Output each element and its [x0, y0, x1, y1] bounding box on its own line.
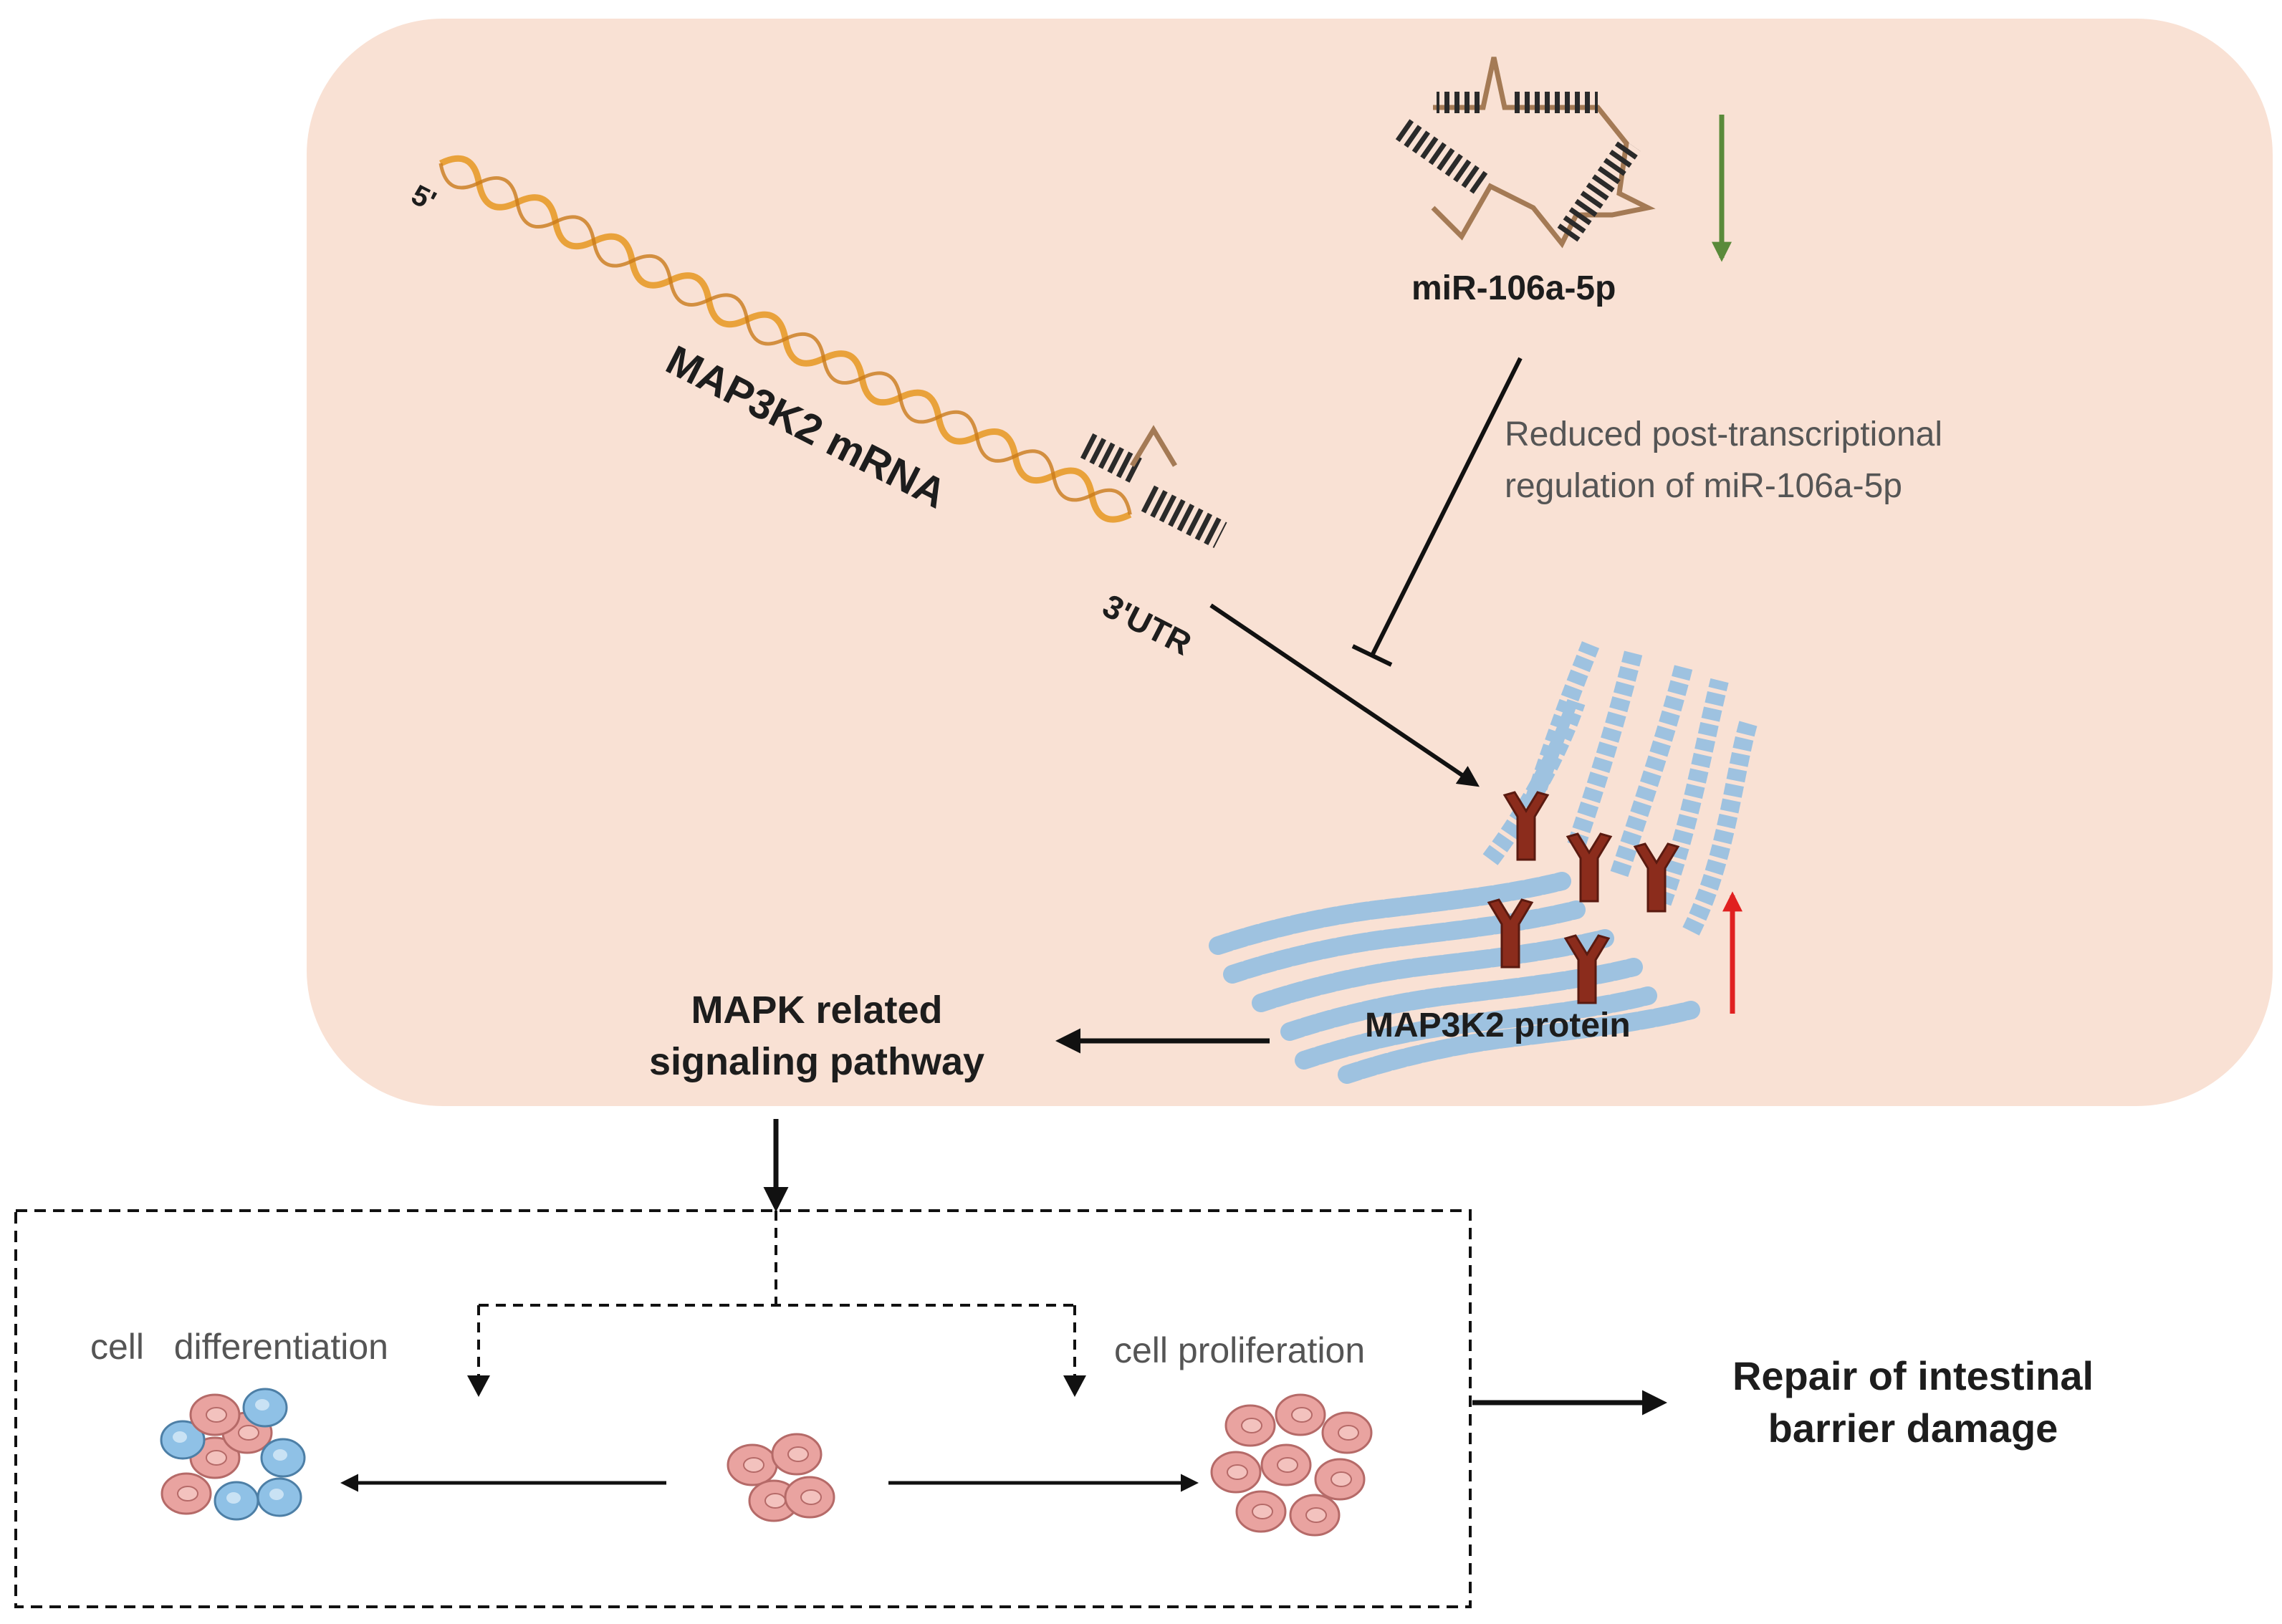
repair-line1: Repair of intestinal: [1732, 1353, 2094, 1398]
branch-lines: [477, 1211, 1076, 1383]
progenitor-cell-cluster-icon: [727, 1433, 835, 1522]
branch-arrowhead-left: [467, 1375, 490, 1397]
protein-label: MAP3K2 protein: [1365, 1006, 1631, 1044]
proliferated-cell-cluster-icon: [1210, 1393, 1373, 1537]
proliferation-label: cell proliferation: [1114, 1330, 1366, 1370]
differentiated-cell-cluster-icon: [160, 1388, 306, 1521]
inhibition-line: [1351, 357, 1523, 667]
regulation-line1: Reduced post-transcriptional: [1505, 415, 1942, 453]
mapk-line1: MAPK related: [691, 989, 943, 1032]
mirna-label: miR-106a-5p: [1411, 269, 1616, 307]
mrna-strand-icon: [438, 155, 1132, 523]
bound-mirna-icon: [1079, 425, 1227, 549]
mirna-hairpin-icon: [1391, 57, 1656, 249]
utr-to-protein-arrow: [1209, 603, 1480, 787]
outcome-box: [14, 1209, 1472, 1608]
mapk-line2: signaling pathway: [648, 1040, 985, 1083]
differentiation-label: cell differentiation: [90, 1327, 388, 1367]
protein-fiber-icon: [1218, 641, 1758, 1075]
branch-arrowhead-right: [1063, 1375, 1086, 1397]
regulation-line2: regulation of miR-106a-5p: [1505, 467, 1902, 505]
repair-line2: barrier damage: [1768, 1406, 2058, 1451]
